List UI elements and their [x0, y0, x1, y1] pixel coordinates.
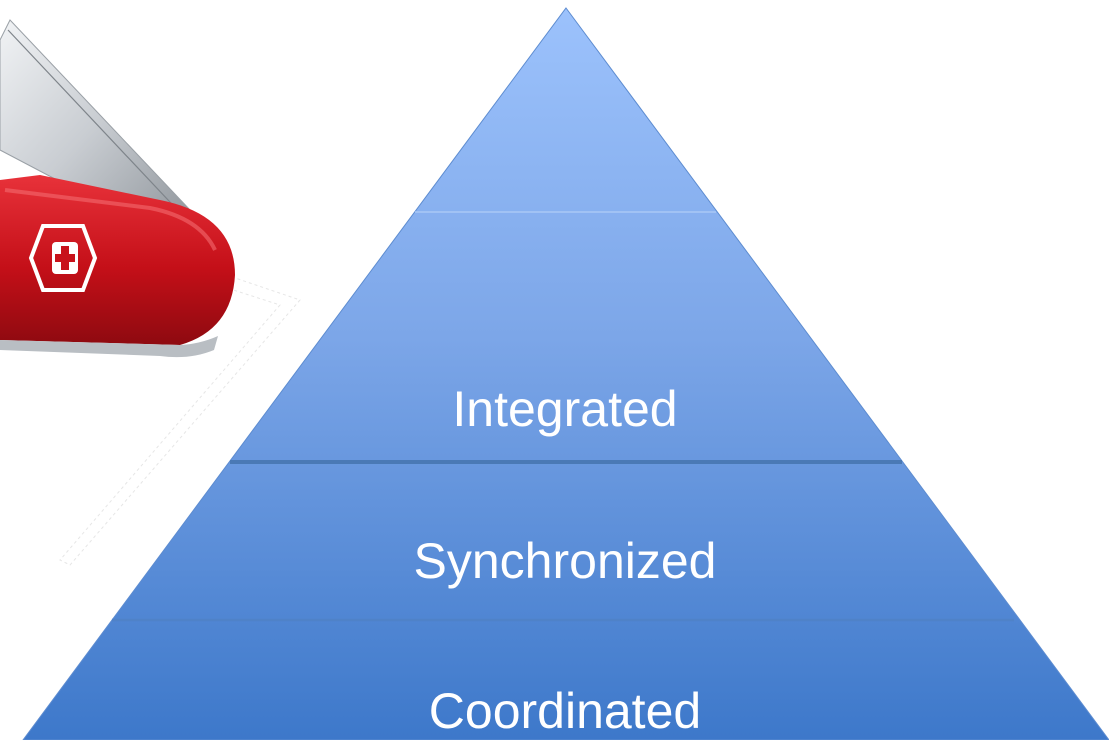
pyramid-shape — [22, 7, 1109, 740]
tier-label-integrated: Integrated — [452, 381, 678, 437]
swiss-army-knife-icon — [0, 19, 301, 566]
tier-label-coordinated: Coordinated — [428, 683, 702, 739]
tier-label-synchronized: Synchronized — [413, 533, 717, 589]
